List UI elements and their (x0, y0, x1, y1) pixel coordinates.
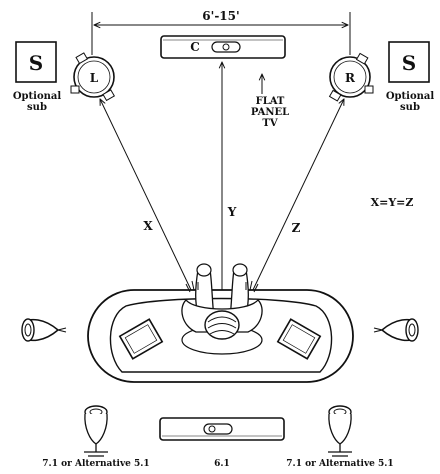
distance-z-label: Z (292, 221, 301, 235)
flat-panel-tv-note: FLAT PANEL TV (251, 74, 289, 129)
tv-line-3: TV (262, 118, 277, 129)
right-side-surround-speaker (373, 318, 419, 342)
left-speaker-label: L (90, 71, 99, 85)
left-side-surround-speaker (21, 318, 67, 342)
listener (181, 263, 263, 340)
center-speaker: C (160, 35, 286, 59)
sub-letter-right: S (402, 51, 416, 75)
right-speaker-label: R (345, 71, 356, 85)
sub-letter-left: S (29, 51, 43, 75)
center-speaker-label: C (190, 40, 200, 54)
tv-line-1: FLAT (256, 96, 285, 107)
right-front-speaker: R (328, 52, 374, 102)
width-dimension: 6'-15' (91, 9, 351, 55)
sub-caption-right-1: Optional (386, 91, 435, 102)
distance-label: 6'-15' (202, 9, 239, 23)
listening-lines: X Y Z (100, 62, 344, 300)
left-front-speaker: L (70, 52, 116, 102)
left-subwoofer: S Optional sub (13, 41, 62, 113)
rear-left-label: 7.1 or Alternative 5.1 (42, 459, 149, 469)
rear-center-speaker (159, 417, 285, 441)
sub-caption-left-1: Optional (13, 91, 62, 102)
equation-label: X=Y=Z (371, 196, 414, 209)
rear-left-speaker (84, 405, 108, 457)
tv-line-2: PANEL (251, 107, 289, 118)
rear-center-label: 6.1 (214, 459, 230, 469)
sub-caption-right-2: sub (400, 102, 420, 113)
distance-y-label: Y (227, 205, 237, 219)
distance-x-label: X (143, 219, 153, 233)
sub-caption-left-2: sub (27, 102, 47, 113)
rear-right-label: 7.1 or Alternative 5.1 (286, 459, 393, 469)
right-subwoofer: S Optional sub (386, 41, 435, 113)
rear-right-speaker (328, 405, 352, 457)
